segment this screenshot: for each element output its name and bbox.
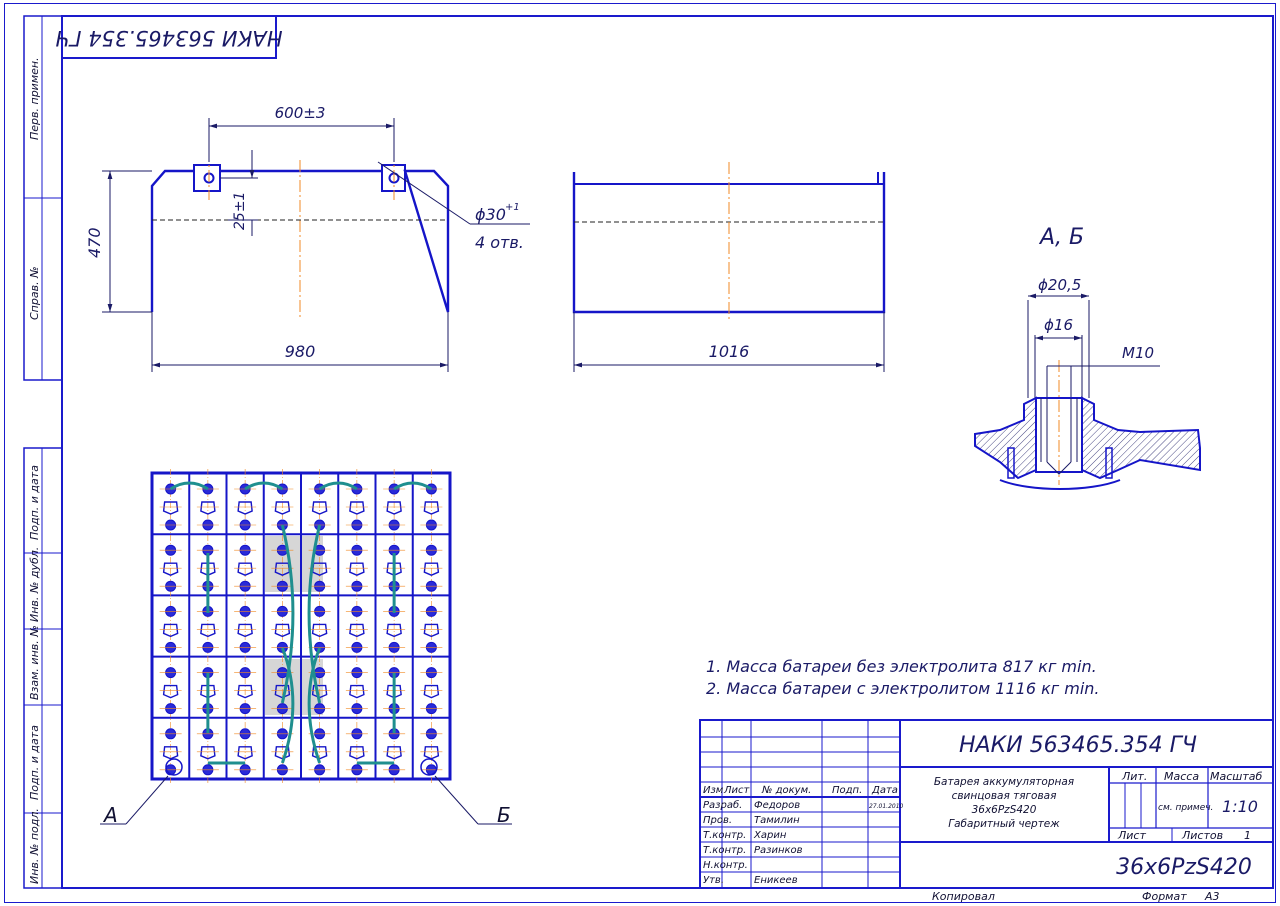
tb-sheet-label: Лист	[1117, 829, 1146, 842]
tb-role-6: Утв.	[703, 875, 724, 886]
detail-dim-outer: ϕ20,5	[1038, 276, 1081, 294]
tb-designation: 36х6PzS420	[1116, 855, 1252, 880]
tb-h-list: Лист	[723, 785, 751, 796]
tb-scale-value: 1:10	[1222, 797, 1258, 816]
tb-name-3: Харин	[753, 830, 787, 841]
dim-height: 470	[85, 227, 104, 258]
detail-dim-inner: ϕ16	[1044, 316, 1073, 334]
label-b: Б	[497, 803, 511, 827]
tb-name-1: Федоров	[754, 800, 800, 811]
side-label-2: Справ. №	[28, 266, 41, 320]
tb-sheets-label: Листов	[1181, 829, 1223, 842]
tb-date-value: 27.01.2010	[869, 803, 904, 810]
tb-name-line-4: Габаритный чертеж	[948, 818, 1060, 830]
svg-text:НАКИ 563465.354 ГЧ: НАКИ 563465.354 ГЧ	[55, 26, 282, 50]
side-label-3: Подп. и дата	[28, 465, 41, 540]
tb-mass-value: см. примеч.	[1158, 803, 1213, 813]
front-view: 600±3 25±1 470 980 ϕ30 +1 4 отв.	[85, 104, 530, 372]
note-2: 2. Масса батареи с электролитом 1116 кг …	[706, 679, 1100, 698]
rotated-stamp: НАКИ 563465.354 ГЧ	[55, 15, 283, 59]
tb-name-2: Тамилин	[754, 815, 800, 826]
tb-name-line-2: свинцовая тяговая	[952, 790, 1057, 802]
side-label-5: Взам. инв. №	[28, 625, 41, 700]
footer-format-value: А3	[1204, 890, 1220, 903]
tb-role-5: Н.контр.	[703, 860, 748, 871]
tb-h-doc: № докум.	[761, 785, 811, 796]
side-view: 1016	[572, 162, 886, 372]
tb-h-date: Дата	[871, 785, 898, 796]
tb-name-4: Разинков	[754, 845, 803, 856]
tb-sheets-value: 1	[1244, 829, 1251, 842]
tb-name-6: Еникеев	[754, 875, 798, 886]
tb-h-sign: Подп.	[832, 785, 862, 796]
side-label-6: Подп. и дата	[28, 725, 41, 800]
top-view: А Б	[100, 469, 512, 827]
hole-callout: ϕ30	[475, 205, 506, 224]
side-dim-width: 1016	[709, 342, 750, 361]
tb-h-izm: Изм	[703, 785, 724, 796]
tb-name-line-1: Батарея аккумуляторная	[934, 776, 1074, 788]
tb-doc-number: НАКИ 563465.354 ГЧ	[959, 733, 1197, 758]
detail-title: А, Б	[1038, 225, 1084, 250]
side-label-7: Инв. № подл.	[28, 808, 41, 884]
detail-thread: M10	[1122, 344, 1154, 362]
tb-role-2: Пров.	[703, 815, 732, 826]
tb-scale-label: Масштаб	[1210, 770, 1262, 783]
notes: 1. Масса батареи без электролита 817 кг …	[706, 657, 1100, 698]
tb-role-3: Т.контр.	[703, 830, 746, 841]
tb-role-1: Разраб.	[703, 799, 742, 811]
hole-callout-tol: +1	[505, 202, 520, 213]
footer-format-label: Формат	[1142, 890, 1187, 903]
dim-width: 980	[285, 342, 316, 361]
dim-hole-offset: 25±1	[232, 192, 248, 230]
tb-name-line-3: 36х6PzS420	[972, 804, 1037, 816]
label-a: А	[102, 803, 118, 827]
tb-mass-label: Масса	[1164, 770, 1199, 783]
terminal-detail: А, Б ϕ20,5 ϕ16 M10	[974, 225, 1201, 490]
dim-top: 600±3	[275, 104, 326, 122]
title-block: Изм Лист № докум. Подп. Дата Разраб. Фед…	[699, 719, 1274, 889]
hole-count: 4 отв.	[475, 233, 524, 252]
footer-copied: Копировал	[932, 890, 995, 903]
tb-lit-label: Лит.	[1121, 770, 1147, 783]
tb-role-4: Т.контр.	[703, 845, 746, 856]
note-1: 1. Масса батареи без электролита 817 кг …	[706, 657, 1097, 676]
side-label-1: Перв. примен.	[28, 57, 41, 140]
sheet-border	[4, 3, 1276, 903]
side-strip: Перв. примен. Справ. № Подп. и дата Инв.…	[23, 15, 63, 889]
side-label-4: Инв. № дубл.	[28, 547, 41, 622]
